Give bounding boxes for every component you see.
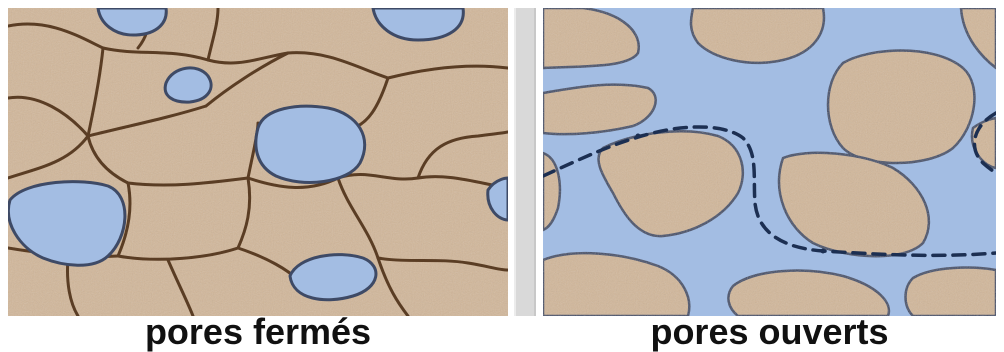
grain-matrix (8, 8, 508, 316)
pore (256, 106, 365, 182)
path-marker (636, 134, 641, 139)
pore (165, 68, 211, 102)
open-pores-illustration (543, 8, 996, 316)
caption-open-pores: pores ouverts (543, 314, 996, 349)
open-pores-panel (543, 8, 996, 316)
closed-pores-illustration (8, 8, 508, 316)
path-marker (821, 249, 826, 254)
closed-pores-panel (8, 8, 508, 316)
grain (906, 268, 997, 316)
pore (290, 255, 376, 300)
grain (828, 51, 974, 164)
caption-closed-pores: pores fermés (8, 314, 508, 349)
panel-divider (514, 8, 536, 316)
